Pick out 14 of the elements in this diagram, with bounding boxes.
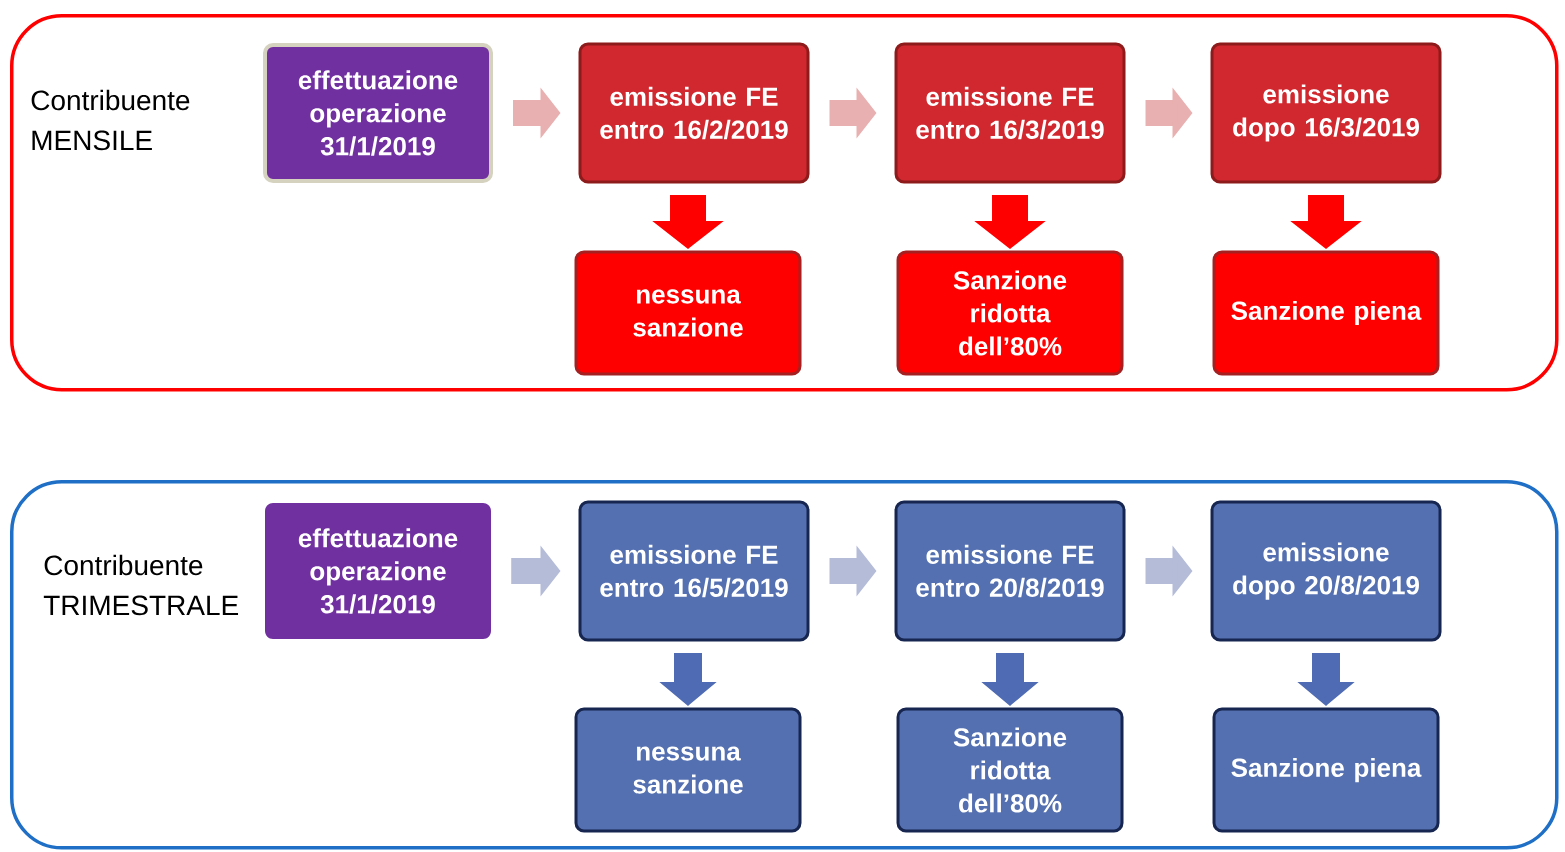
result-box: nessuna sanzione bbox=[574, 250, 802, 376]
process-box: emissione dopo 20/8/2019 bbox=[1210, 500, 1442, 642]
result-box: nessuna sanzione bbox=[574, 707, 802, 833]
result-box: Sanzione ridotta dell’80% bbox=[896, 707, 1124, 833]
process-box: emissione FE entro 20/8/2019 bbox=[894, 500, 1126, 642]
result-box: Sanzione ridotta dell’80% bbox=[896, 250, 1124, 376]
result-box: Sanzione piena bbox=[1212, 707, 1440, 833]
process-box: emissione dopo 16/3/2019 bbox=[1210, 42, 1442, 184]
process-box: emissione FE entro 16/2/2019 bbox=[578, 42, 810, 184]
result-box: Sanzione piena bbox=[1212, 250, 1440, 376]
process-box: effettuazione operazione 31/1/2019 bbox=[263, 43, 493, 183]
process-box: effettuazione operazione 31/1/2019 bbox=[265, 503, 491, 639]
process-box: emissione FE entro 16/3/2019 bbox=[894, 42, 1126, 184]
process-box: emissione FE entro 16/5/2019 bbox=[578, 500, 810, 642]
